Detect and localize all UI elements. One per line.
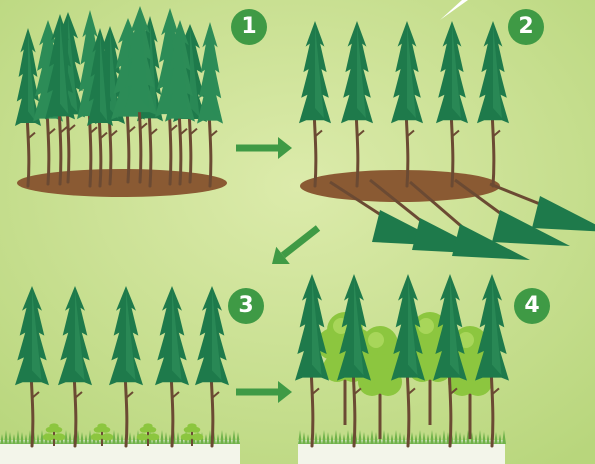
step-badge-4: 4 [514,288,550,324]
step-badge-2: 2 [508,9,544,45]
soil-patch [300,170,500,202]
step-badge-3: 3 [228,288,264,324]
step-badge-1: 1 [231,9,267,45]
